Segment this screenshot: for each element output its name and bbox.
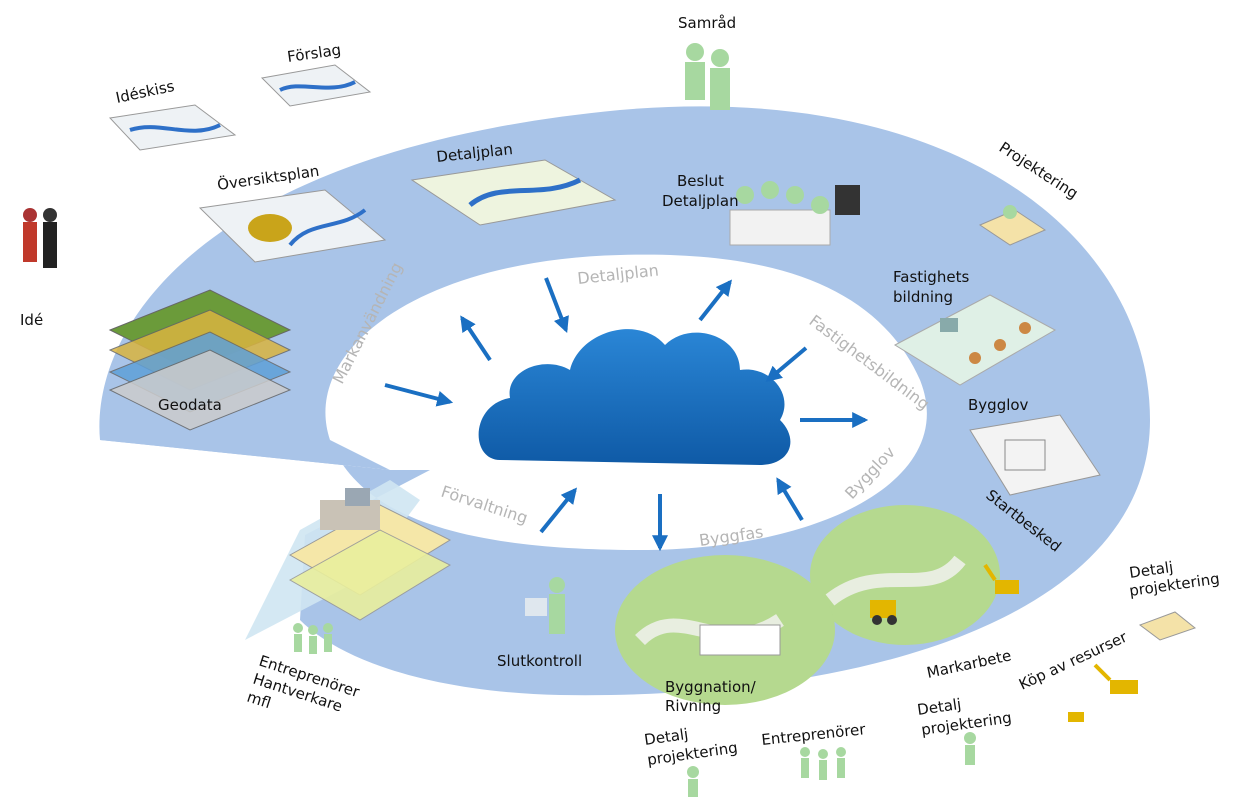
label-samrad: Samråd: [678, 14, 736, 32]
label-beslut-line2: Detaljplan: [662, 192, 739, 210]
fastighets-map: [893, 294, 1057, 386]
arrow-icon: [776, 477, 804, 522]
ideskiss-map: [108, 104, 237, 151]
ring-tail: [100, 440, 390, 470]
bygglov-drawing: [969, 414, 1101, 496]
detaljplan-map: [410, 159, 617, 226]
building-frame: [699, 624, 781, 656]
label-entreprenorer-bottom: Entreprenörer: [761, 720, 868, 749]
entreprenorer-left-figures: [293, 623, 333, 654]
forslag-map: [260, 64, 372, 107]
arrow-icon: [539, 487, 578, 534]
arrow-icon: [384, 383, 454, 407]
beslut-people: [729, 181, 860, 246]
markarbete-road: [825, 555, 966, 606]
label-geodata: Geodata: [158, 396, 222, 414]
label-detalj-proj-right-line1: Detalj: [1128, 558, 1174, 582]
slutkontroll-figure: [525, 577, 565, 634]
label-byggnation-line2: Rivning: [665, 697, 721, 715]
label-ideskiss: Idéskiss: [114, 77, 176, 107]
arrow-icon: [460, 315, 492, 362]
arrows: [384, 277, 869, 552]
arrow-icon: [765, 346, 808, 383]
label-detalj-proj-left-line1: Detalj: [643, 725, 689, 749]
samrad-people: [685, 43, 730, 110]
geodata-layers: [108, 289, 292, 431]
label-fastighets-line1: Fastighets: [893, 268, 969, 286]
label-slutkontroll: Slutkontroll: [497, 652, 582, 670]
entreprenorer-bottom-figures: [800, 747, 846, 780]
ring-label-forvaltning: Förvaltning: [439, 482, 530, 528]
oversiktsplan-map: [198, 189, 387, 263]
forvaltning-city: [288, 488, 452, 621]
detalj-proj-figures: [687, 611, 1197, 797]
label-detalj-proj-mid-line1: Detalj: [916, 695, 962, 719]
arrow-icon: [698, 279, 732, 322]
label-beslut-line1: Beslut: [677, 172, 724, 190]
ide-people: [23, 208, 57, 268]
label-bygglov: Bygglov: [968, 396, 1029, 414]
cloud-icon: [478, 329, 791, 465]
label-fastighets-line2: bildning: [893, 288, 953, 306]
ring-label-detaljplan: Detaljplan: [576, 261, 659, 288]
label-byggnation-line1: Byggnation/: [665, 678, 757, 696]
label-ide: Idé: [20, 311, 43, 329]
excavators: [870, 563, 1138, 722]
arrow-icon: [544, 277, 569, 333]
label-forslag: Förslag: [286, 41, 342, 66]
label-markarbete: Markarbete: [925, 646, 1013, 681]
projektering-figure: [978, 205, 1047, 246]
